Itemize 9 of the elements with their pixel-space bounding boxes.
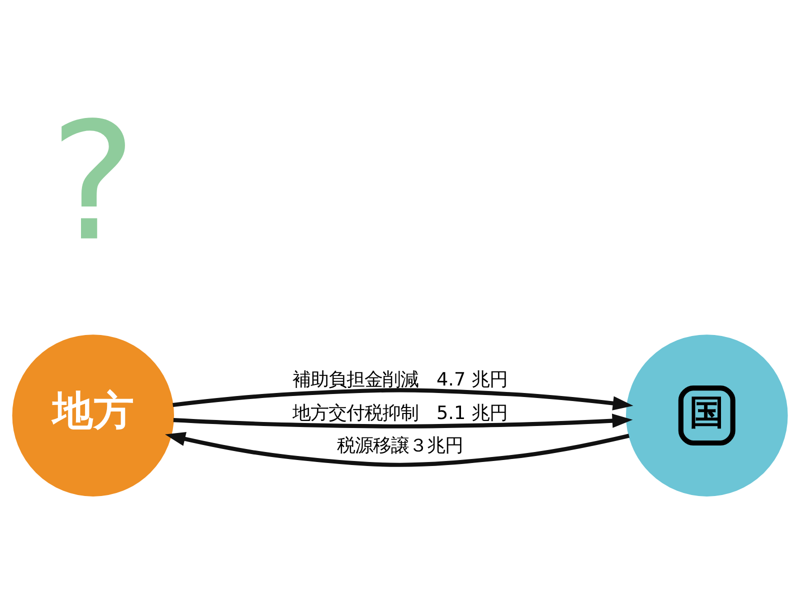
label: ?	[50, 88, 136, 278]
node-circle: 国	[626, 334, 788, 496]
arrow	[173, 414, 633, 428]
arrow	[165, 432, 630, 467]
edge-label: 補助負担金削減 4.7 兆円	[292, 369, 508, 390]
edge-label: 税源移譲３兆円	[337, 436, 463, 457]
edge-label: 地方交付税抑制 5.1 兆円	[292, 402, 508, 424]
arrow	[172, 388, 634, 410]
node-circle: 地方	[12, 334, 174, 496]
